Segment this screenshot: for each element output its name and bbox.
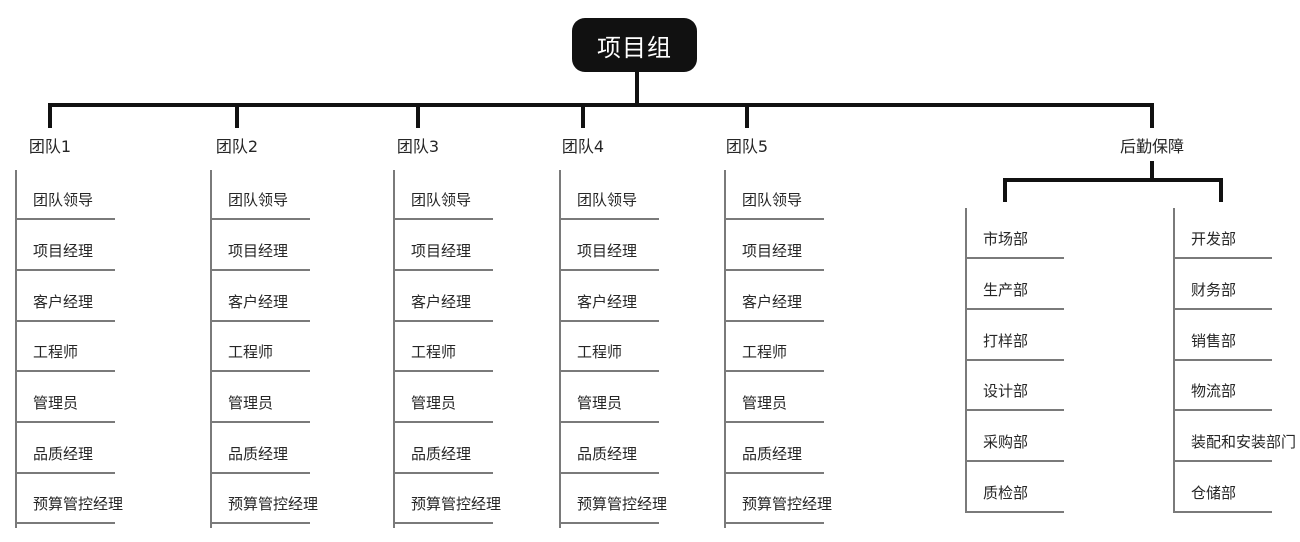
team-4-label[interactable]: 团队4 bbox=[561, 137, 605, 156]
branch-drop-connector bbox=[48, 103, 52, 128]
column-spine-line bbox=[724, 170, 726, 528]
team-2-label[interactable]: 团队2 bbox=[215, 137, 259, 156]
team-1-label[interactable]: 团队1 bbox=[28, 137, 72, 156]
team-1-column: 团队领导 项目经理 客户经理 工程师 管理员 品质经理 预算管控经理 bbox=[15, 132, 215, 532]
root-node-label: 项目组 bbox=[597, 33, 672, 62]
list-item[interactable]: 预算管控经理 bbox=[724, 494, 832, 524]
list-item[interactable]: 客户经理 bbox=[393, 292, 493, 322]
list-item[interactable]: 预算管控经理 bbox=[393, 494, 501, 524]
list-item[interactable]: 团队领导 bbox=[724, 190, 824, 220]
team-5-label[interactable]: 团队5 bbox=[725, 137, 769, 156]
list-item[interactable]: 管理员 bbox=[724, 393, 824, 423]
list-item[interactable]: 预算管控经理 bbox=[210, 494, 318, 524]
list-item[interactable]: 工程师 bbox=[559, 342, 659, 372]
list-item[interactable]: 团队领导 bbox=[393, 190, 493, 220]
list-item[interactable]: 工程师 bbox=[393, 342, 493, 372]
column-spine-line bbox=[559, 170, 561, 528]
logistics-left-column: 市场部 生产部 打样部 设计部 采购部 质检部 bbox=[965, 200, 1165, 520]
list-item[interactable]: 设计部 bbox=[965, 381, 1064, 411]
main-horizontal-connector bbox=[48, 103, 1154, 107]
branch-drop-connector bbox=[1150, 103, 1154, 128]
team-5-column: 团队领导 项目经理 客户经理 工程师 管理员 品质经理 预算管控经理 bbox=[724, 132, 924, 532]
list-item[interactable]: 品质经理 bbox=[210, 444, 310, 474]
list-item[interactable]: 团队领导 bbox=[15, 190, 115, 220]
list-item[interactable]: 品质经理 bbox=[559, 444, 659, 474]
branch-drop-connector bbox=[581, 103, 585, 128]
list-item[interactable]: 项目经理 bbox=[724, 241, 824, 271]
list-item[interactable]: 客户经理 bbox=[559, 292, 659, 322]
list-item[interactable]: 预算管控经理 bbox=[559, 494, 667, 524]
list-item[interactable]: 管理员 bbox=[15, 393, 115, 423]
logistics-elbow-connector bbox=[1003, 178, 1007, 202]
list-item[interactable]: 团队领导 bbox=[559, 190, 659, 220]
column-spine-line bbox=[393, 170, 395, 528]
logistics-stem-connector bbox=[1150, 161, 1154, 179]
list-item[interactable]: 物流部 bbox=[1173, 381, 1272, 411]
list-item[interactable]: 管理员 bbox=[210, 393, 310, 423]
logistics-elbow-connector bbox=[1219, 178, 1223, 202]
team-3-label[interactable]: 团队3 bbox=[396, 137, 440, 156]
list-item[interactable]: 管理员 bbox=[393, 393, 493, 423]
list-item[interactable]: 装配和安装部门 bbox=[1173, 432, 1296, 462]
list-item[interactable]: 品质经理 bbox=[15, 444, 115, 474]
list-item[interactable]: 财务部 bbox=[1173, 280, 1272, 310]
list-item[interactable]: 市场部 bbox=[965, 229, 1064, 259]
list-item[interactable]: 工程师 bbox=[724, 342, 824, 372]
list-item[interactable]: 品质经理 bbox=[724, 444, 824, 474]
list-item[interactable]: 工程师 bbox=[15, 342, 115, 372]
branch-drop-connector bbox=[416, 103, 420, 128]
root-node[interactable]: 项目组 bbox=[572, 18, 697, 72]
list-item[interactable]: 质检部 bbox=[965, 483, 1064, 513]
branch-drop-connector bbox=[745, 103, 749, 128]
list-item[interactable]: 客户经理 bbox=[724, 292, 824, 322]
list-item[interactable]: 项目经理 bbox=[210, 241, 310, 271]
team-2-column: 团队领导 项目经理 客户经理 工程师 管理员 品质经理 预算管控经理 bbox=[210, 132, 410, 532]
logistics-horizontal-connector bbox=[1003, 178, 1223, 182]
root-stem-connector bbox=[635, 71, 639, 105]
team-4-column: 团队领导 项目经理 客户经理 工程师 管理员 品质经理 预算管控经理 bbox=[559, 132, 759, 532]
list-item[interactable]: 开发部 bbox=[1173, 229, 1272, 259]
list-item[interactable]: 生产部 bbox=[965, 280, 1064, 310]
list-item[interactable]: 团队领导 bbox=[210, 190, 310, 220]
list-item[interactable]: 客户经理 bbox=[15, 292, 115, 322]
column-spine-line bbox=[210, 170, 212, 528]
list-item[interactable]: 项目经理 bbox=[393, 241, 493, 271]
list-item[interactable]: 打样部 bbox=[965, 331, 1064, 361]
list-item[interactable]: 预算管控经理 bbox=[15, 494, 123, 524]
list-item[interactable]: 项目经理 bbox=[559, 241, 659, 271]
list-item[interactable]: 项目经理 bbox=[15, 241, 115, 271]
list-item[interactable]: 管理员 bbox=[559, 393, 659, 423]
team-3-column: 团队领导 项目经理 客户经理 工程师 管理员 品质经理 预算管控经理 bbox=[393, 132, 593, 532]
logistics-right-column: 开发部 财务部 销售部 物流部 装配和安装部门 仓储部 bbox=[1173, 200, 1300, 520]
list-item[interactable]: 仓储部 bbox=[1173, 483, 1272, 513]
list-item[interactable]: 客户经理 bbox=[210, 292, 310, 322]
list-item[interactable]: 采购部 bbox=[965, 432, 1064, 462]
list-item[interactable]: 工程师 bbox=[210, 342, 310, 372]
logistics-label[interactable]: 后勤保障 bbox=[1119, 137, 1185, 156]
list-item[interactable]: 销售部 bbox=[1173, 331, 1272, 361]
column-spine-line bbox=[15, 170, 17, 528]
branch-drop-connector bbox=[235, 103, 239, 128]
list-item[interactable]: 品质经理 bbox=[393, 444, 493, 474]
